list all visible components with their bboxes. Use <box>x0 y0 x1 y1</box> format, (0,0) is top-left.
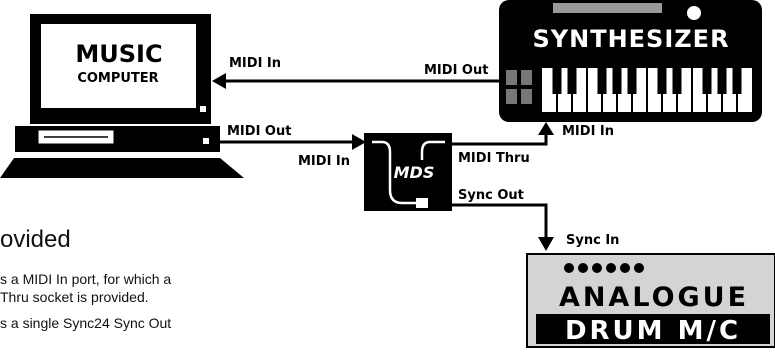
mds-body <box>364 133 452 211</box>
label-synth-midi-in: MIDI In <box>562 124 614 139</box>
paragraph-line: s a MIDI In port, for which a <box>0 271 172 287</box>
black-key <box>717 68 727 94</box>
label-mds-sync-out: Sync Out <box>458 188 524 203</box>
drum-label-line2: DRUM M/C <box>565 316 741 346</box>
arrowhead-synth-in <box>538 122 554 135</box>
computer-label-line1: MUSIC <box>75 40 162 68</box>
cable-mds-to-drum <box>452 203 548 240</box>
drum-label-band <box>536 314 770 344</box>
synth-display <box>553 3 662 13</box>
keyboard <box>0 158 244 178</box>
black-key <box>627 68 637 94</box>
port-labels: MIDI In MIDI Out MIDI Out MIDI In MIDI T… <box>227 56 619 248</box>
black-key <box>612 68 622 94</box>
label-synth-midi-out: MIDI Out <box>424 63 488 78</box>
black-key <box>567 68 577 94</box>
drum-led <box>634 263 644 273</box>
arrowhead-mds-in <box>352 134 366 150</box>
mds-label: MDS <box>394 163 435 182</box>
synth-pad <box>506 70 517 85</box>
drum-led <box>606 263 616 273</box>
monitor-screen <box>41 24 196 108</box>
arrowhead-drum-in <box>538 237 554 251</box>
synth-title: SYNTHESIZER <box>532 25 729 53</box>
black-key <box>552 68 562 94</box>
arrowhead-computer-in <box>212 73 226 89</box>
paragraph-line: Thru socket is provided. <box>0 289 149 305</box>
label-computer-midi-in: MIDI In <box>229 56 281 71</box>
paragraph-line: s a single Sync24 Sync Out <box>0 315 172 331</box>
label-mds-midi-in: MIDI In <box>298 154 350 169</box>
black-key <box>597 68 607 94</box>
mds-unit: MDS <box>364 133 452 211</box>
synthesizer: SYNTHESIZER <box>499 0 762 122</box>
black-key <box>657 68 667 94</box>
unit-button <box>203 138 209 144</box>
music-computer: MUSIC COMPUTER <box>0 14 244 178</box>
synth-knob <box>687 6 701 20</box>
label-computer-midi-out: MIDI Out <box>227 124 291 139</box>
mds-internal-cable <box>420 140 445 160</box>
drum-led-row <box>564 263 644 273</box>
black-key <box>732 68 742 94</box>
drum-led <box>578 263 588 273</box>
analogue-drum-machine: ANALOGUE DRUM M/C <box>526 253 775 348</box>
monitor-power-led <box>200 106 206 112</box>
drum-led <box>620 263 630 273</box>
keyboard-black-keys <box>552 68 742 94</box>
computer-label-line2: COMPUTER <box>77 71 158 86</box>
label-mds-midi-thru: MIDI Thru <box>458 151 530 166</box>
paragraph-sync-out: s a single Sync24 Sync Out <box>0 314 171 332</box>
cable-mds-to-synth <box>452 132 548 146</box>
synth-pad <box>521 89 532 104</box>
black-key <box>702 68 712 94</box>
paragraph-midi-in: s a MIDI In port, for which a Thru socke… <box>0 270 171 306</box>
synth-pad <box>521 70 532 85</box>
mds-connector <box>416 198 428 208</box>
synth-pad <box>506 89 517 104</box>
label-drum-sync-in: Sync In <box>566 233 619 248</box>
section-heading: ovided <box>0 226 71 253</box>
drum-label-line1: ANALOGUE <box>559 282 749 313</box>
drum-led <box>592 263 602 273</box>
connections <box>212 73 554 251</box>
mds-internal-cable <box>372 140 418 205</box>
drum-led <box>564 263 574 273</box>
black-key <box>672 68 682 94</box>
